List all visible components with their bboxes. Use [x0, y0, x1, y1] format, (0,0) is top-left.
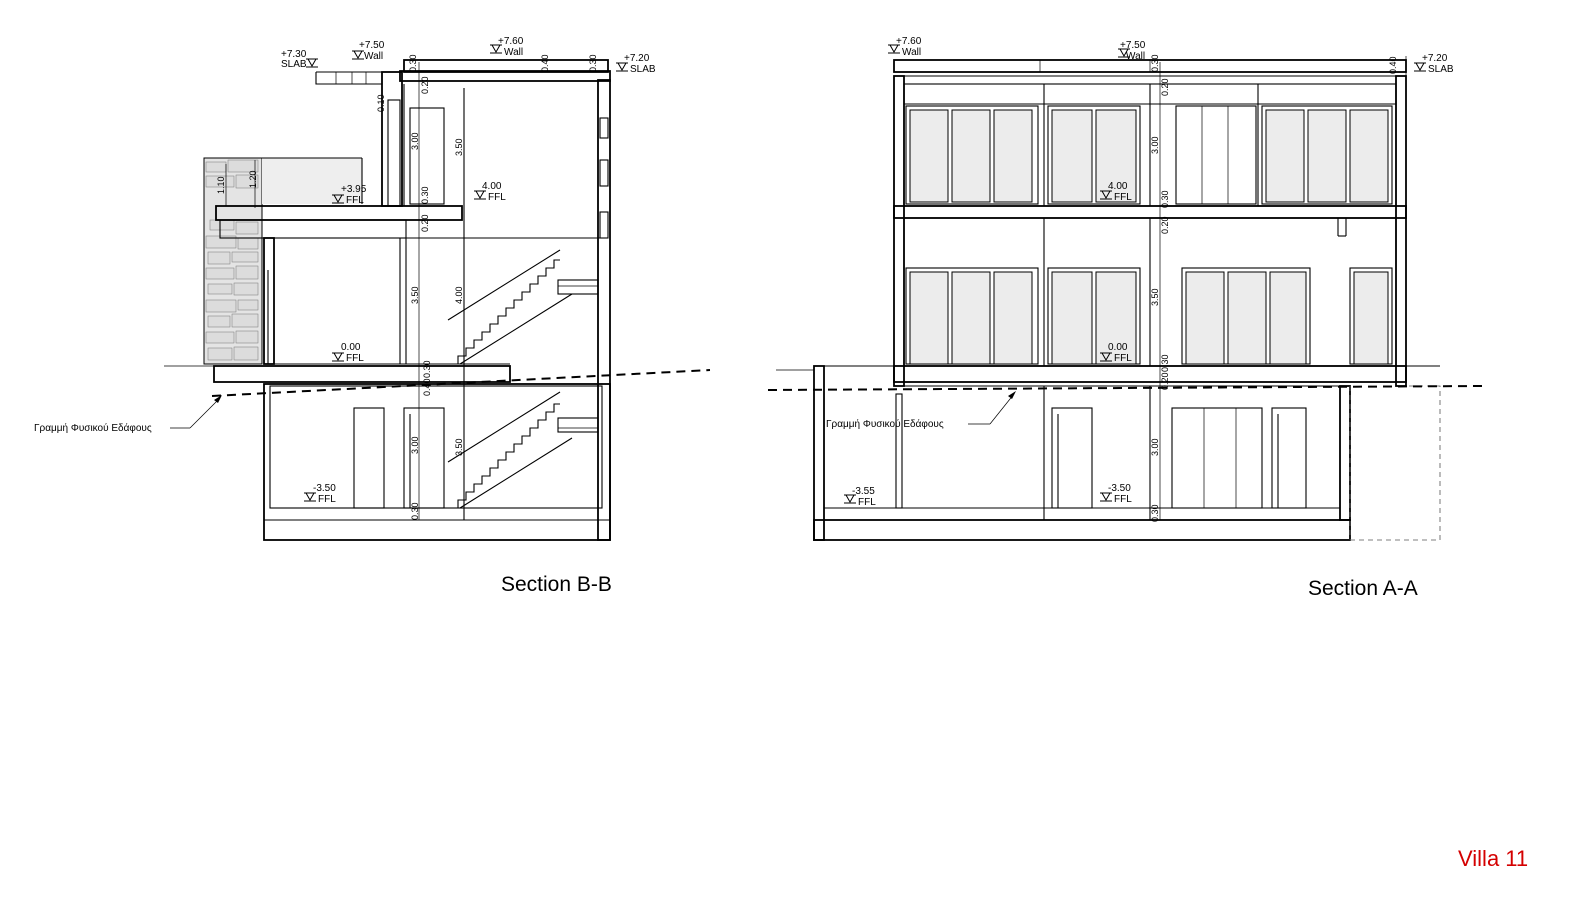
svg-text:0.30: 0.30 — [1150, 54, 1160, 72]
svg-text:3.50: 3.50 — [1150, 288, 1160, 306]
svg-text:0.30: 0.30 — [420, 186, 430, 204]
bb-level-7-50: +7.50 — [359, 40, 385, 51]
bb-level-4-00: 4.00 — [482, 181, 502, 192]
svg-text:FFL: FFL — [318, 494, 336, 505]
svg-text:Wall: Wall — [902, 47, 921, 58]
section-aa-title: Section A-A — [1308, 577, 1418, 600]
svg-text:FFL: FFL — [1114, 494, 1132, 505]
bb-level-7-30: +7.30 — [281, 49, 307, 60]
bb-level-marks: +7.30 SLAB +7.50 Wall +7.60 Wall +7.20 S… — [281, 36, 656, 505]
aa-level-minus-3-50: -3.50 — [1108, 483, 1131, 494]
bb-structure — [213, 59, 611, 541]
svg-text:0.30: 0.30 — [1160, 190, 1170, 208]
svg-text:FFL: FFL — [858, 497, 876, 508]
svg-text:0.20: 0.20 — [1160, 216, 1170, 234]
aa-windows — [905, 105, 1393, 365]
svg-text:Wall: Wall — [1126, 51, 1145, 62]
svg-text:SLAB: SLAB — [1428, 64, 1454, 75]
aa-ground-line: Γραμμή Φυσικού Εδάφους — [767, 369, 1483, 430]
aa-level-minus-3-55: -3.55 — [852, 486, 875, 497]
svg-text:3.50: 3.50 — [454, 438, 464, 456]
aa-level-7-20: +7.20 — [1422, 53, 1448, 64]
svg-text:3.00: 3.00 — [410, 436, 420, 454]
svg-text:0.30: 0.30 — [408, 54, 418, 72]
aa-level-marks: +7.60 Wall +7.50 Wall +7.20 SLAB 4.00 FF… — [844, 36, 1454, 508]
svg-text:0.40: 0.40 — [540, 54, 550, 72]
aa-dimensions: 0.30 0.20 3.00 0.30 0.20 3.50 0.30 0.20 … — [1150, 54, 1398, 522]
svg-text:Wall: Wall — [364, 51, 383, 62]
svg-text:0.30: 0.30 — [422, 360, 432, 378]
section-bb: Γραμμή Φυσικού Εδάφους +7.30 SLAB +7.50 … — [34, 36, 711, 596]
bb-level-7-60: +7.60 — [498, 36, 524, 47]
svg-text:0.10: 0.10 — [376, 94, 386, 112]
svg-text:FFL: FFL — [346, 195, 364, 206]
svg-text:3.50: 3.50 — [410, 286, 420, 304]
svg-text:0.30: 0.30 — [588, 54, 598, 72]
svg-text:0.30: 0.30 — [1150, 504, 1160, 522]
aa-level-4-00: 4.00 — [1108, 181, 1128, 192]
svg-text:FFL: FFL — [1114, 353, 1132, 364]
svg-text:4.00: 4.00 — [454, 286, 464, 304]
section-bb-title: Section B-B — [501, 573, 612, 596]
svg-text:FFL: FFL — [346, 353, 364, 364]
section-aa: Γραμμή Φυσικού Εδάφους +7.60 Wall +7.50 … — [767, 36, 1483, 600]
svg-text:1.10: 1.10 — [216, 176, 226, 194]
svg-text:1.20: 1.20 — [248, 170, 258, 188]
stone-wall — [203, 157, 363, 365]
svg-text:0.20: 0.20 — [420, 76, 430, 94]
aa-ground-line-label: Γραμμή Φυσικού Εδάφους — [826, 418, 944, 430]
svg-text:FFL: FFL — [1114, 192, 1132, 203]
svg-text:0.30: 0.30 — [1160, 354, 1170, 372]
svg-text:3.00: 3.00 — [1150, 438, 1160, 456]
svg-text:0.40: 0.40 — [422, 378, 432, 396]
bb-ground-line-label: Γραμμή Φυσικού Εδάφους — [34, 422, 152, 434]
project-label: Villa 11 — [1458, 846, 1528, 871]
svg-text:0.30: 0.30 — [410, 502, 420, 520]
aa-level-7-60: +7.60 — [896, 36, 922, 47]
bb-level-7-20: +7.20 — [624, 53, 650, 64]
svg-text:0.20: 0.20 — [1160, 372, 1170, 390]
svg-text:0.20: 0.20 — [1160, 78, 1170, 96]
bb-level-0-00: 0.00 — [341, 342, 361, 353]
svg-text:FFL: FFL — [488, 192, 506, 203]
svg-text:SLAB: SLAB — [281, 59, 307, 70]
svg-text:0.20: 0.20 — [420, 214, 430, 232]
aa-level-0-00: 0.00 — [1108, 342, 1128, 353]
svg-text:SLAB: SLAB — [630, 64, 656, 75]
bb-dimensions: 0.10 0.30 0.20 0.40 0.30 3.00 3.50 1.10 … — [216, 54, 598, 520]
svg-text:3.50: 3.50 — [454, 138, 464, 156]
bb-level-3-95: +3.95 — [341, 184, 367, 195]
svg-text:0.40: 0.40 — [1388, 56, 1398, 74]
svg-text:Wall: Wall — [504, 47, 523, 58]
bb-ground-line: Γραμμή Φυσικού Εδάφους — [34, 365, 711, 434]
svg-text:3.00: 3.00 — [1150, 136, 1160, 154]
aa-level-7-50: +7.50 — [1120, 40, 1146, 51]
svg-text:3.00: 3.00 — [410, 132, 420, 150]
bb-level-minus-3-50: -3.50 — [313, 483, 336, 494]
